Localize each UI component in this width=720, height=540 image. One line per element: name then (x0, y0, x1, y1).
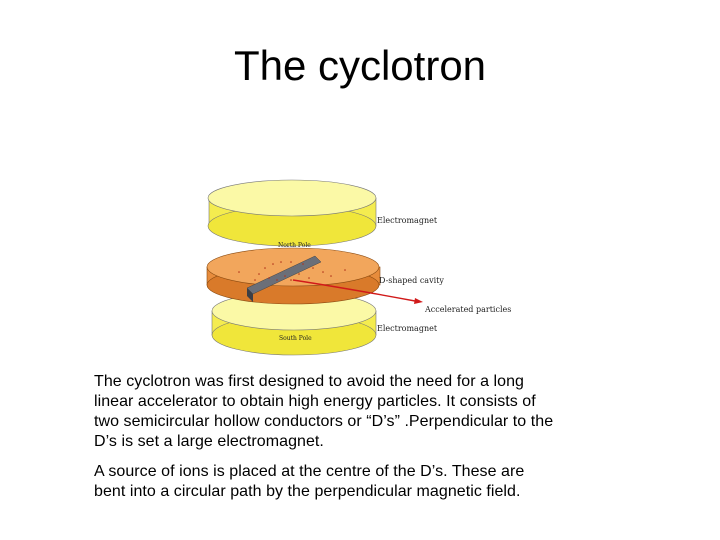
paragraph-2: A source of ions is placed at the centre… (94, 463, 525, 500)
cavity-label: D-shaped cavity (379, 276, 444, 285)
north-pole-label: North Pole (278, 242, 311, 249)
cyclotron-diagram: South Pole (195, 176, 525, 362)
south-pole-label: South Pole (279, 335, 312, 342)
electromagnet-top-label: Electromagnet (377, 216, 438, 225)
slide-title: The cyclotron (233, 42, 487, 89)
d-shaped-cavity (206, 247, 423, 305)
particles-label: Accelerated particles (424, 305, 511, 314)
top-electromagnet: North Pole (207, 179, 377, 249)
slide-body: The cyclotron was first designed to avoi… (94, 372, 654, 512)
paragraph-1: The cyclotron was first designed to avoi… (94, 373, 554, 450)
electromagnet-bottom-label: Electromagnet (377, 324, 438, 333)
